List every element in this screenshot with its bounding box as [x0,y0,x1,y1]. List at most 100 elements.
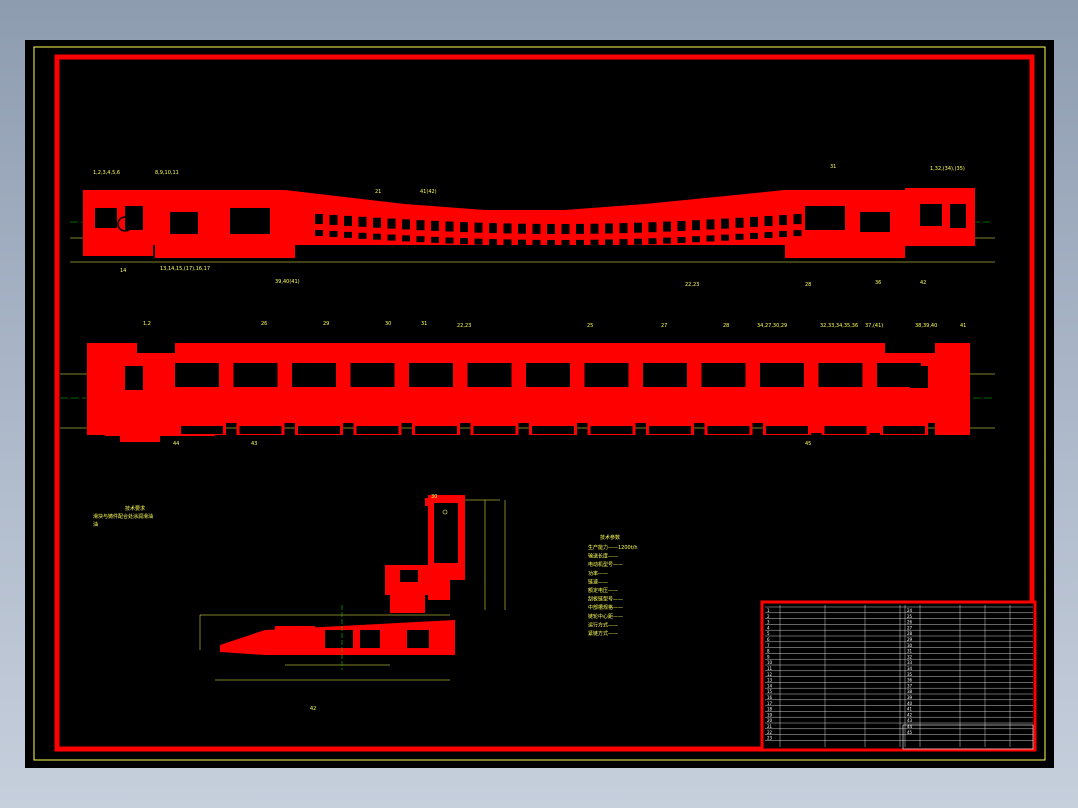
part-callout: 41(42) [420,189,437,195]
parts-row-right: 40 [907,701,913,706]
parts-row-right: 39 [907,695,913,700]
part-callout: 8,9,10,11 [155,170,179,176]
cross-section-view [199,495,506,681]
part-callout: 30 [385,321,391,327]
parts-row-right: 36 [907,678,913,683]
parts-row-left: 13 [767,678,773,683]
parts-row-right: 42 [907,712,913,717]
conveyor-plan-view [60,343,995,442]
parts-row-left: 2 [767,614,770,619]
parts-row-right: 30 [907,643,913,648]
part-callout: 13,14,15,(17),16,17 [160,266,210,272]
part-callout: 32,33,34,35,36 [820,323,858,329]
spec-line: 功率—— [588,570,608,577]
part-callout: 43 [251,441,257,447]
parts-row-right: 29 [907,637,913,642]
part-callout: 1,2,3,4,5,6 [93,170,120,176]
part-callout: 1,2 [143,321,151,327]
part-callout: 45 [805,441,811,447]
part-callout: 31 [421,321,427,327]
section-callout: 42 [310,706,316,712]
parts-row-left: 23 [767,736,773,741]
parts-row-left: 9 [767,654,770,659]
parts-row-right: 25 [907,614,913,619]
parts-row-right: 27 [907,625,913,630]
part-callout: 21 [375,189,381,195]
spec-line: 链轮中心距—— [588,613,623,620]
parts-row-left: 16 [767,695,773,700]
spec-heading: 技术参数 [600,534,620,541]
part-callout: 29 [323,321,329,327]
section-callout: 30 [431,494,437,500]
parts-row-left: 7 [767,643,770,648]
parts-row-right: 38 [907,689,913,694]
part-callout: 34,27,30,29 [757,323,787,329]
parts-row-right: 37 [907,683,913,688]
part-callout: 1,32,(34),(35) [930,166,965,172]
parts-row-left: 20 [767,718,773,723]
part-callout: 38,39,40 [915,323,937,329]
conveyor-elevation-view [70,188,995,263]
part-callout: 14 [120,268,126,274]
parts-list-table: 1234567891011121314151617181920212223242… [760,600,1037,752]
parts-row-left: 3 [767,620,770,625]
part-callout: 28 [723,323,729,329]
parts-row-left: 18 [767,707,773,712]
parts-row-left: 12 [767,672,773,677]
parts-row-left: 22 [767,730,773,735]
parts-row-right: 28 [907,631,913,636]
part-callout: 42 [920,280,926,286]
notes-line-2: 油 [93,521,98,528]
parts-row-right: 43 [907,718,913,723]
technical-parameters: 技术参数 生产能力——1200t/h 输送长度——电动机型号—— 功率——链速—— 额… [588,534,638,637]
part-callout: 36 [875,280,881,286]
part-callout: 37,(41) [865,323,883,329]
parts-row-left: 17 [767,701,773,706]
part-callout: 41 [960,323,966,329]
spec-line: 紧链方式—— [588,630,618,637]
spec-line: 额定电压—— [588,587,618,594]
spec-line: 链速—— [588,578,608,585]
outer-border [33,46,1046,761]
spec-line: 运行方式—— [588,621,618,628]
technical-notes: 技术要求 滑块与铸件配合处涂润滑油 油 [93,505,153,528]
parts-row-right: 35 [907,672,913,677]
part-callout: 22,23 [685,282,699,288]
parts-row-left: 8 [767,649,770,654]
parts-row-right: 45 [907,730,913,735]
part-callout: 28 [805,282,811,288]
parts-row-left: 5 [767,631,770,636]
parts-row-left: 21 [767,724,773,729]
spec-line: 中部槽规格—— [588,604,623,611]
part-callout: 26 [261,321,267,327]
parts-row-left: 15 [767,689,773,694]
part-callout: 25 [587,323,593,329]
notes-heading: 技术要求 [125,505,145,512]
part-callout: 22,23 [457,323,471,329]
parts-row-left: 10 [767,660,773,665]
parts-row-right: 24 [907,608,913,613]
parts-row-right: 34 [907,666,913,671]
parts-row-left: 6 [767,637,770,642]
parts-row-right: 41 [907,707,913,712]
spec-line: 生产能力——1200t/h [588,544,638,551]
parts-row-right: 44 [907,724,913,729]
spec-line: 电动机型号—— [588,561,623,568]
parts-row-right: 26 [907,620,913,625]
part-callout: 39,40(41) [275,279,300,285]
parts-row-left: 14 [767,683,773,688]
parts-row-right: 32 [907,654,913,659]
parts-row-left: 19 [767,712,773,717]
drawing-frame [54,54,1035,752]
part-callout: 44 [173,441,179,447]
spec-line: 输送长度—— [588,553,618,560]
part-callout: 27 [661,323,667,329]
parts-row-right: 31 [907,649,913,654]
parts-row-left: 4 [767,625,770,630]
parts-row-left: 1 [767,608,770,613]
notes-line-1: 滑块与铸件配合处涂润滑油 [93,513,153,520]
parts-row-right: 33 [907,660,913,665]
part-callout: 31 [830,164,836,170]
